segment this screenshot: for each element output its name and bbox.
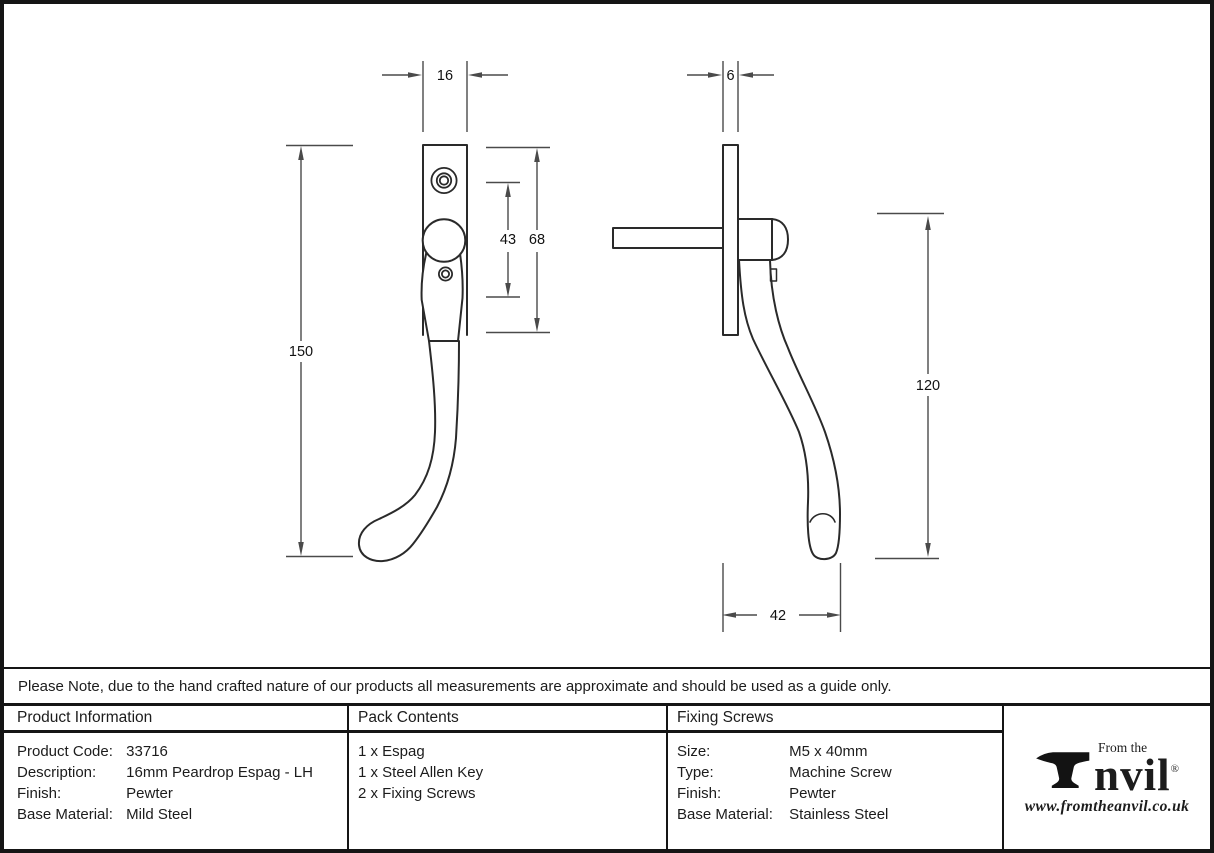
field-label: Type: [677,764,714,781]
side-tip-groove [809,512,836,523]
table-row: Base Material: Stainless Steel [677,804,1002,825]
logo-prefix: From the [1098,739,1148,755]
field-label: Product Code: [17,743,113,760]
fixing-screws-body: Size: M5 x 40mm Type: Machine Screw Fini… [668,733,1002,825]
table-row: Type: Machine Screw [677,762,1002,783]
dim-front-centres: 43 [486,181,520,298]
field-value: Mild Steel [126,806,193,823]
dim-side-reach: 42 [722,563,842,632]
fixing-screws-column: Fixing Screws Size: M5 x 40mm Type: Mach… [668,706,1004,849]
front-bracket [420,249,464,342]
registered-trademark-symbol: ® [1170,762,1179,775]
drawing-canvas: 16 150 43 68 [286,61,944,632]
measurement-note-row: Please Note, due to the hand crafted nat… [4,667,1210,706]
product-information-header: Product Information [4,706,347,733]
front-handle-peardrop [357,340,460,563]
front-view [357,144,468,563]
field-label: Base Material: [17,806,113,823]
technical-drawing: 16 150 43 68 [4,4,1210,667]
logo-wordmark: From the nvil® [1094,739,1179,798]
field-label: Size: [677,743,711,760]
table-row: Product Code: 33716 [17,741,347,762]
side-view [612,144,841,561]
dim-label-150: 150 [289,344,313,360]
list-item: 1 x Espag [358,743,425,760]
side-grub-screw [769,268,778,282]
field-value: Pewter [126,785,173,802]
field-value: 33716 [126,743,168,760]
list-item: 2 x Fixing Screws [358,785,476,802]
list-item: 1 x Steel Allen Key [358,764,484,781]
table-row: Finish: Pewter [17,783,347,804]
table-row: Description: 16mm Peardrop Espag - LH [17,762,347,783]
front-bottom-screw-hole [437,266,453,282]
measurement-note-text: Please Note, due to the hand crafted nat… [18,677,892,695]
field-value: 16mm Peardrop Espag - LH [126,764,313,781]
dim-label-42: 42 [770,608,786,624]
table-row: Size: M5 x 40mm [677,741,1002,762]
side-spindle [612,227,724,249]
dim-label-120: 120 [916,378,940,394]
field-value: Stainless Steel [789,806,889,823]
anvil-icon [1036,751,1090,788]
field-value: M5 x 40mm [789,743,868,760]
dim-front-width: 16 [382,61,508,132]
brand-website-text: www.fromtheanvil.co.uk [1024,797,1190,815]
pack-contents-header: Pack Contents [349,706,666,733]
dim-front-plate-height: 68 [486,146,550,334]
field-label: Finish: [677,785,722,802]
dim-label-68: 68 [529,232,545,248]
info-table: Product Information Product Code: 33716 … [4,706,1210,849]
dim-label-6: 6 [726,68,734,84]
dim-label-16: 16 [437,68,453,84]
dim-side-thickness: 6 [687,61,774,132]
front-top-screw-hole [430,166,458,194]
pack-contents-body: 1 x Espag 1 x Steel Allen Key 2 x Fixing… [349,733,666,804]
dim-label-43: 43 [500,232,516,248]
front-knob [421,218,467,263]
field-value: Pewter [789,785,836,802]
pack-contents-column: Pack Contents 1 x Espag 1 x Steel Allen … [349,706,668,849]
product-information-column: Product Information Product Code: 33716 … [4,706,349,849]
side-knob-hub [737,218,789,261]
product-information-body: Product Code: 33716 Description: 16mm Pe… [4,733,347,825]
brand-logo: From the nvil® [1035,739,1179,798]
brand-logo-box: From the nvil® www.fromtheanvil.co.uk [1004,706,1210,849]
dim-side-drop: 120 [875,212,944,560]
side-handle [738,259,841,561]
field-value: Machine Screw [789,764,892,781]
dim-front-overall: 150 [286,144,353,558]
logo-brand-text: nvil® [1094,752,1179,797]
table-row: Base Material: Mild Steel [17,804,347,825]
logo-brand-letters: nvil [1094,749,1171,800]
field-label: Finish: [17,785,62,802]
field-label: Base Material: [677,806,773,823]
table-row: Finish: Pewter [677,783,1002,804]
field-label: Description: [17,764,97,781]
side-backplate [722,144,739,336]
fixing-screws-header: Fixing Screws [668,706,1002,733]
